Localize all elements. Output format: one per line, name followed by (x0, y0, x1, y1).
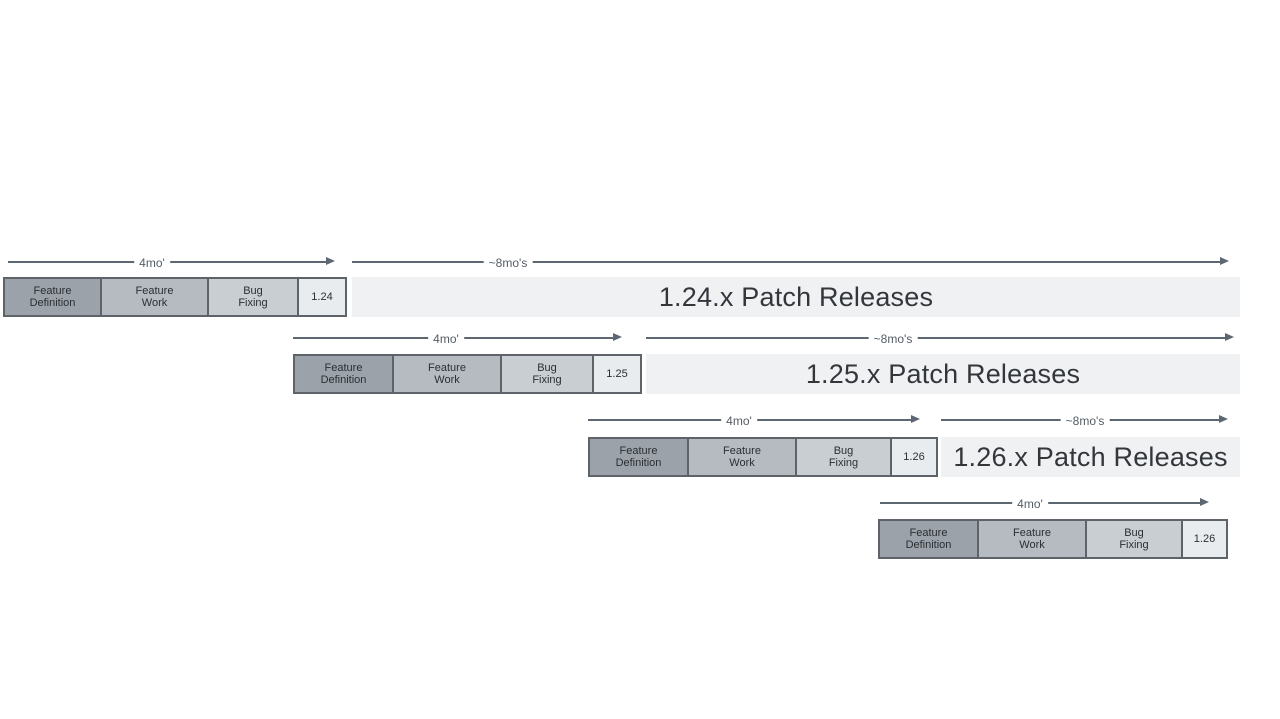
arrowhead-icon (1200, 498, 1209, 506)
stage-label-line: Feature (324, 361, 363, 374)
stage-label-line: Feature (619, 444, 658, 457)
stage-label-line: Fixing (532, 374, 562, 386)
duration-label: 4mo' (134, 256, 170, 270)
arrowhead-icon (1220, 257, 1229, 265)
arrowhead-icon (613, 333, 622, 341)
duration-label: ~8mo's (868, 332, 918, 346)
arrow-line (352, 261, 1223, 263)
stage-label-line: 1.26 (1193, 532, 1216, 545)
duration-arrow-8mo: ~8mo's (646, 330, 1234, 348)
stage-label-line: 1.24 (311, 290, 333, 303)
patch-releases-bar: 1.25.x Patch Releases (646, 354, 1240, 394)
stage-label-line: Bug (1124, 526, 1144, 539)
arrowhead-icon (1225, 333, 1234, 341)
duration-arrow-4mo: 4mo' (588, 412, 920, 430)
stage-label-line: 1.26 (903, 450, 925, 463)
duration-label: 4mo' (428, 332, 464, 346)
stage-label-line: Work (1019, 539, 1045, 551)
arrow-line (646, 337, 1228, 339)
stage-label-line: Definition (320, 374, 367, 386)
patch-releases-label: 1.25.x Patch Releases (805, 358, 1081, 389)
stage-label-line: Definition (615, 457, 662, 469)
patch-releases-label: 1.26.x Patch Releases (953, 441, 1228, 472)
stage-label-line: Feature (135, 284, 174, 297)
arrowhead-icon (911, 415, 920, 423)
stage-label-line: Work (434, 374, 460, 386)
duration-arrow-4mo: 4mo' (8, 254, 335, 272)
duration-arrow-4mo: 4mo' (293, 330, 622, 348)
stage-label-line: Fixing (828, 457, 859, 469)
duration-arrow-8mo: ~8mo's (941, 412, 1228, 430)
stage-version: 1.26 (1181, 519, 1228, 559)
duration-label: ~8mo's (1060, 414, 1110, 428)
duration-label: ~8mo's (483, 256, 533, 270)
duration-label: 4mo' (721, 414, 757, 428)
stage-label-line: 1.25 (606, 367, 628, 380)
duration-arrow-4mo: 4mo' (880, 495, 1209, 513)
patch-releases-bar: 1.26.x Patch Releases (941, 437, 1240, 477)
stage-label-line: Feature (1013, 526, 1051, 539)
patch-releases-bar: 1.24.x Patch Releases (352, 277, 1240, 317)
stage-label-line: Fixing (1119, 539, 1149, 551)
stage-label-line: Feature (33, 284, 72, 297)
stage-label-line: Bug (537, 361, 557, 374)
stage-label-line: Work (141, 297, 168, 309)
stage-label-line: Feature (723, 444, 761, 457)
stage-label-line: Work (729, 457, 755, 469)
duration-arrow-8mo: ~8mo's (352, 254, 1229, 272)
stage-label-line: Feature (909, 526, 948, 539)
stage-label-line: Bug (243, 284, 263, 297)
stage-label-line: Definition (29, 297, 76, 309)
stage-label-line: Definition (905, 539, 952, 551)
patch-releases-label: 1.24.x Patch Releases (658, 281, 934, 312)
arrowhead-icon (326, 257, 335, 265)
duration-label: 4mo' (1012, 497, 1048, 511)
stage-label-line: Bug (833, 444, 854, 457)
arrowhead-icon (1219, 415, 1228, 423)
stage-version: 1.26 (890, 437, 938, 477)
stage-version: 1.25 (592, 354, 642, 394)
stage-version: 1.24 (297, 277, 347, 317)
stage-label-line: Fixing (238, 297, 268, 309)
stage-label-line: Feature (428, 361, 466, 374)
